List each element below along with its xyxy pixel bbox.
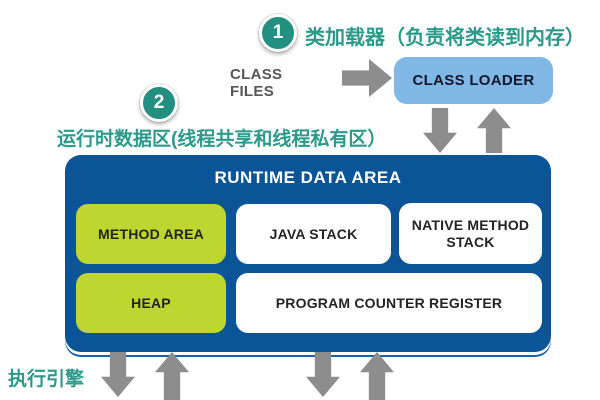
execution-engine-label: 执行引擎 — [8, 369, 85, 390]
arrow-right-icon — [342, 59, 392, 97]
runtime-data-area-title: RUNTIME DATA AREA — [214, 168, 402, 187]
native-method-stack-cell: NATIVE METHOD STACK — [399, 203, 542, 264]
class-loader-label: CLASS LOADER — [412, 72, 535, 89]
class-loader-annotation: 类加载器（负责将类读到内存） — [305, 27, 585, 49]
arrow-down-icon — [423, 108, 457, 153]
step-2-badge: 2 — [140, 84, 178, 122]
method-area-cell: METHOD AREA — [76, 204, 226, 264]
runtime-area-annotation: 运行时数据区(线程共享和线程私有区） — [57, 129, 387, 150]
class-files-label: CLASS FILES — [230, 66, 283, 100]
arrow-up-icon — [360, 352, 394, 400]
program-counter-register-cell: PROGRAM COUNTER REGISTER — [236, 273, 542, 333]
java-stack-cell: JAVA STACK — [236, 204, 391, 264]
arrow-down-icon — [306, 352, 340, 397]
arrow-up-icon — [477, 108, 511, 153]
class-loader-box: CLASS LOADER — [394, 57, 553, 104]
heap-cell: HEAP — [76, 273, 226, 333]
runtime-data-area-box: RUNTIME DATA AREA METHOD AREA JAVA STACK… — [65, 155, 551, 352]
arrow-up-icon — [155, 352, 189, 400]
arrow-down-icon — [101, 352, 135, 397]
step-1-badge: 1 — [259, 14, 297, 52]
